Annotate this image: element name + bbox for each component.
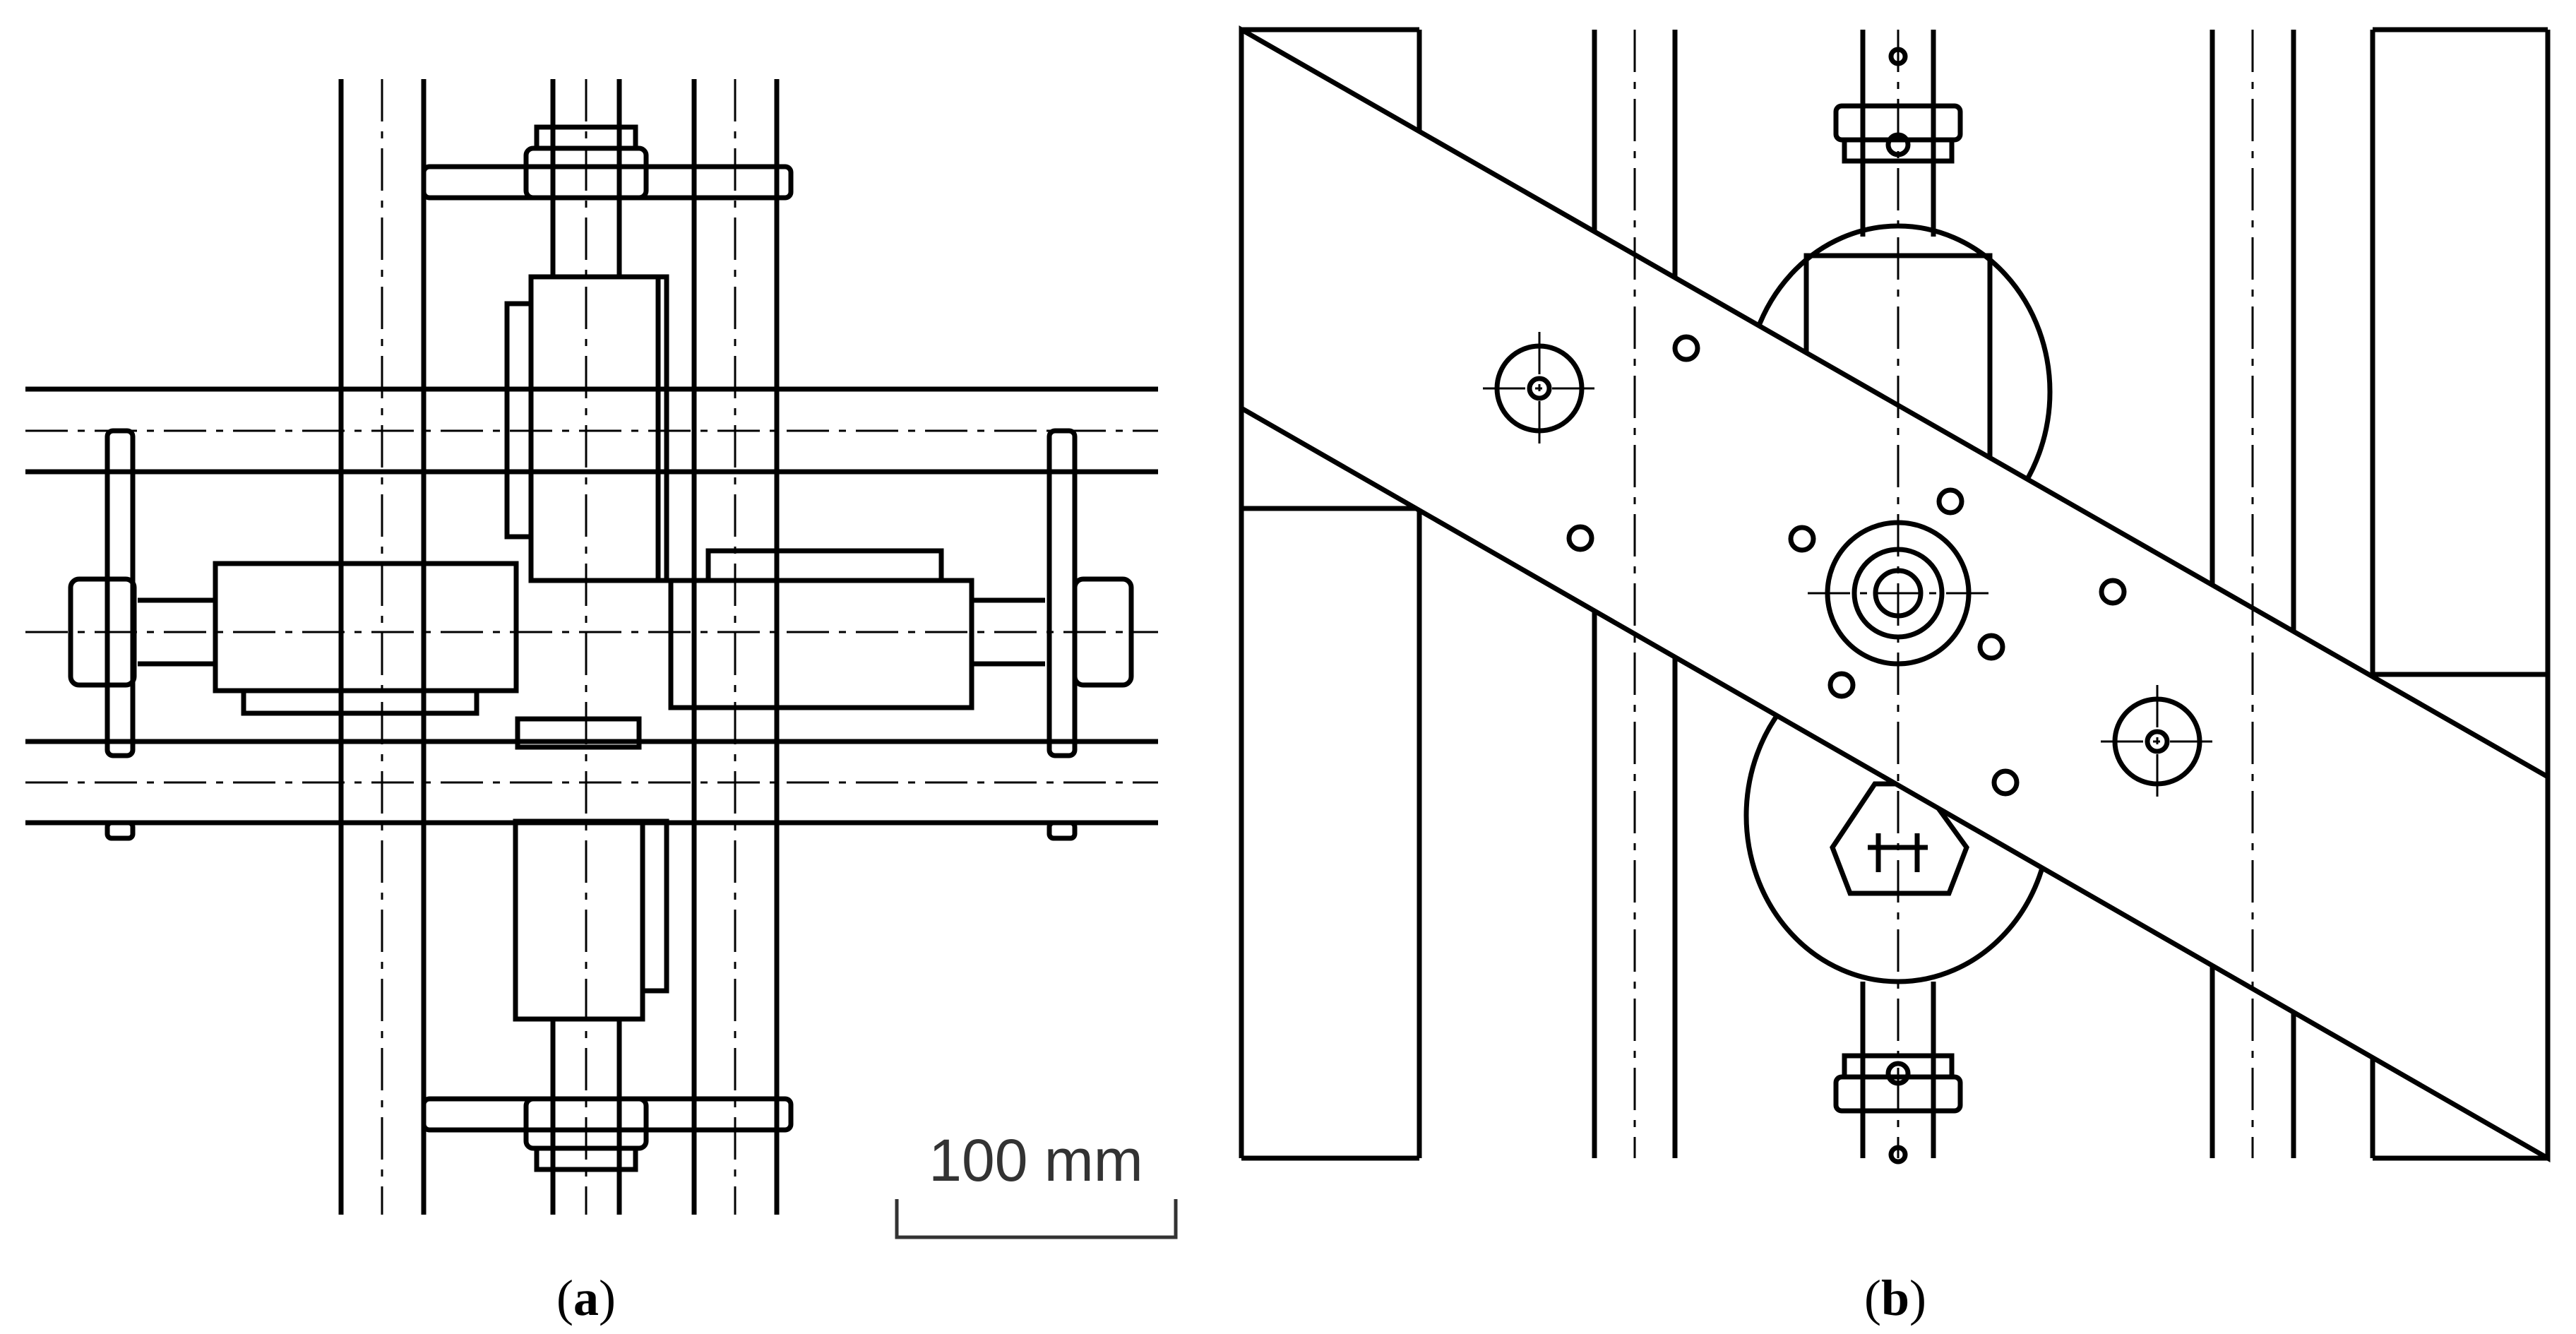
- horizontal-rails: [25, 386, 1158, 826]
- scale-bar: 100 mm: [895, 1127, 1178, 1239]
- panel-b-centerlines: [1483, 30, 2254, 1158]
- panel-a-drawing: [25, 79, 1158, 1215]
- panel-b-caption: (b): [1864, 1270, 1926, 1326]
- panel-a-centerlines: [25, 79, 1158, 1215]
- panel-b-drawing: [1239, 25, 2551, 1165]
- scale-bar-line: [895, 1199, 1178, 1239]
- panel-a-caption: (a): [556, 1270, 616, 1326]
- scale-bar-label: 100 mm: [929, 1127, 1143, 1193]
- vertical-rails: [338, 79, 780, 1215]
- wheel-units: [213, 274, 974, 1022]
- side-shafts: [68, 428, 1134, 841]
